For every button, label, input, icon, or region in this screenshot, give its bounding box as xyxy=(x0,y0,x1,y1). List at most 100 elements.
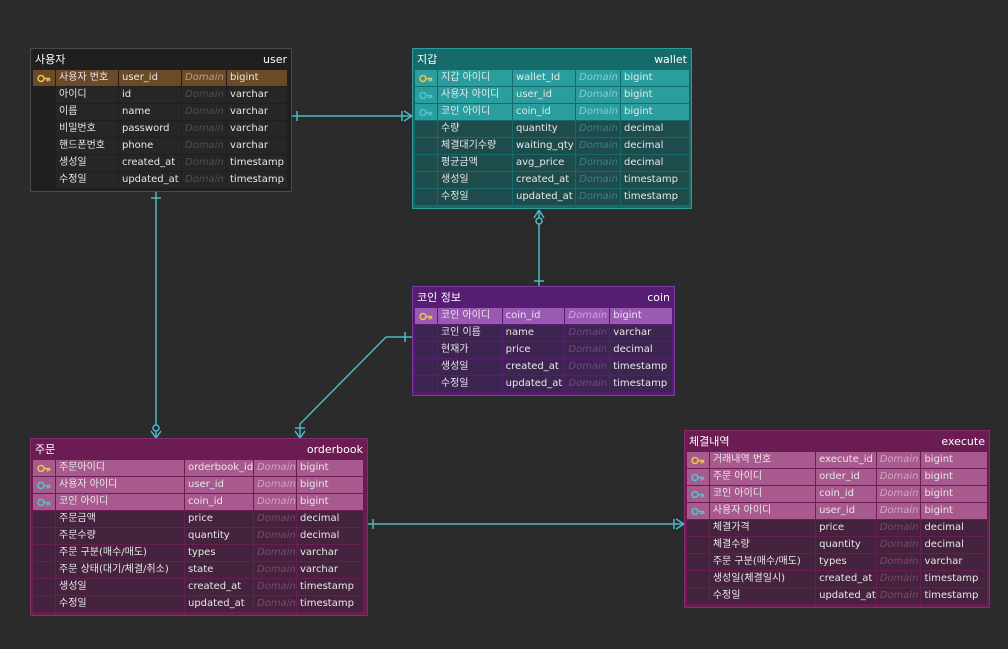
column-type: bigint xyxy=(621,104,689,120)
key-cell xyxy=(687,554,709,570)
column-domain: Domain xyxy=(254,511,296,527)
table-name: coin xyxy=(647,290,670,304)
column-field: types xyxy=(816,554,876,570)
column-domain: Domain xyxy=(576,87,620,103)
column-field: execute_id xyxy=(816,452,876,468)
table-name: orderbook xyxy=(306,442,363,456)
column-field: phone xyxy=(119,138,181,154)
column-label: 이름 xyxy=(56,104,118,120)
column-field: state xyxy=(185,562,253,578)
column-field: user_id xyxy=(513,87,575,103)
column-label: 사용자 아이디 xyxy=(709,503,816,519)
column-field: order_id xyxy=(816,469,876,485)
key-cell xyxy=(33,596,55,612)
key-cell xyxy=(33,138,55,154)
column-type: timestamp xyxy=(610,359,672,375)
column-label: 코인 이름 xyxy=(437,325,502,341)
column-label: 사용자 아이디 xyxy=(438,87,512,103)
key-cell xyxy=(415,342,437,358)
column-type: varchar xyxy=(297,562,363,578)
foreign-key-icon xyxy=(687,486,709,502)
column-label: 거래내역 번호 xyxy=(709,452,816,468)
column-type: varchar xyxy=(227,121,287,137)
column-label: 비밀번호 xyxy=(56,121,118,137)
column-label: 주문금액 xyxy=(56,511,184,527)
key-cell xyxy=(687,520,709,536)
key-cell xyxy=(415,376,437,392)
column-domain: Domain xyxy=(576,155,620,171)
table-label: 지갑 xyxy=(417,53,438,66)
foreign-key-icon xyxy=(415,104,437,120)
column-type: timestamp xyxy=(921,588,987,604)
many-marker-orderbook xyxy=(150,430,162,439)
column-type: bigint xyxy=(610,308,672,324)
column-label: 주문수량 xyxy=(56,528,184,544)
column-field: wallet_Id xyxy=(513,70,575,86)
column-domain: Domain xyxy=(876,452,921,468)
column-type: bigint xyxy=(921,486,987,502)
column-field: coin_id xyxy=(816,486,876,502)
column-label: 수정일 xyxy=(56,172,118,188)
zero-marker-wallet xyxy=(535,217,543,225)
column-domain: Domain xyxy=(182,172,226,188)
column-label: 주문아이디 xyxy=(56,460,184,476)
column-type: timestamp xyxy=(227,172,287,188)
column-label: 체결대기수량 xyxy=(438,138,512,154)
column-domain: Domain xyxy=(254,494,296,510)
column-domain: Domain xyxy=(254,545,296,561)
column-type: bigint xyxy=(297,494,363,510)
column-label: 사용자 번호 xyxy=(56,70,118,86)
column-field: avg_price xyxy=(513,155,575,171)
column-type: bigint xyxy=(921,469,987,485)
key-cell xyxy=(33,511,55,527)
